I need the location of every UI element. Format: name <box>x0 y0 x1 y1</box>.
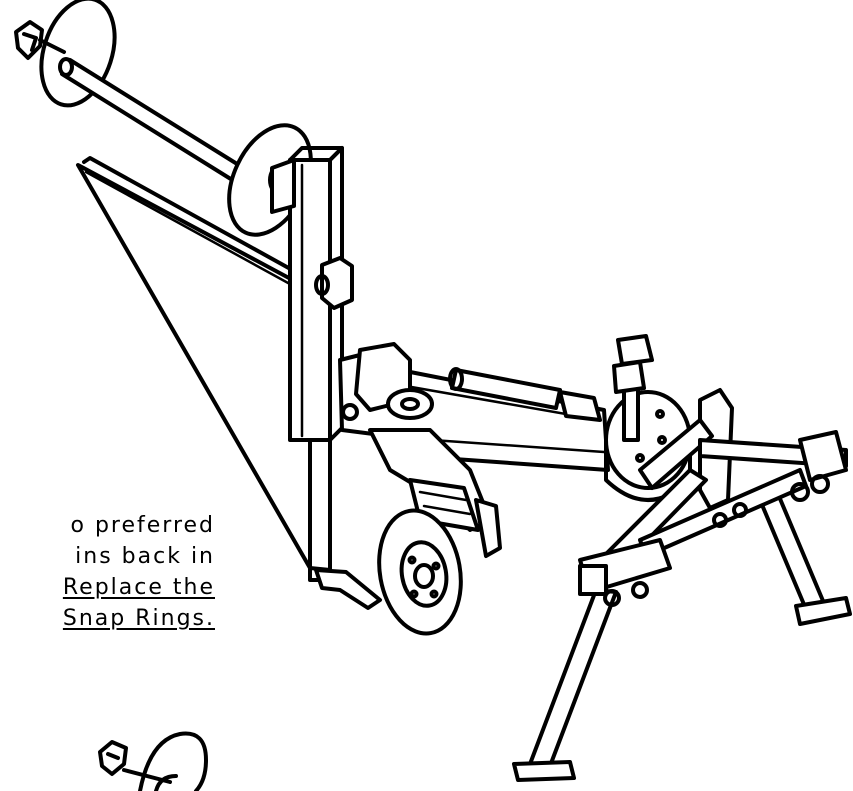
bottom-pin-disc <box>98 731 208 791</box>
long-shaft <box>58 57 252 188</box>
caption-line-3: Replace the <box>62 575 215 600</box>
gauge-wheel <box>377 508 463 636</box>
main-arm <box>338 342 610 558</box>
triangle-plate <box>76 156 334 572</box>
vertical-mast <box>270 146 382 610</box>
caption-line-2: ins back in <box>75 544 215 569</box>
caption-line-4: Snap Rings. <box>62 606 215 631</box>
tripod-frame <box>512 388 852 782</box>
caption-line-1: o preferred <box>70 513 215 538</box>
instruction-caption: o preferred ins back in Replace the Snap… <box>0 510 215 634</box>
